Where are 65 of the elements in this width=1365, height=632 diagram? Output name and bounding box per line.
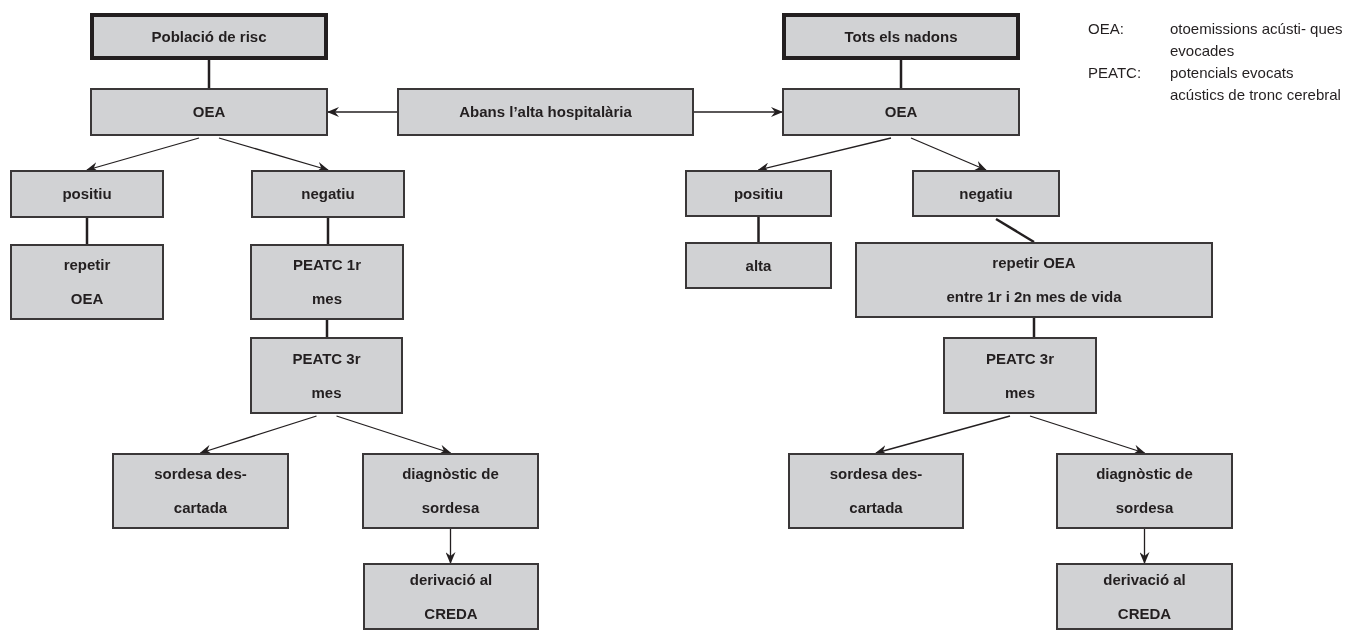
process-box — [912, 170, 1060, 217]
arrow — [335, 415, 452, 455]
abbreviation: OEA: — [1088, 19, 1125, 39]
process-box — [250, 337, 403, 414]
connector-line — [1032, 318, 1036, 337]
process-box — [685, 242, 832, 289]
box-text: derivació al CREDA — [1102, 569, 1187, 624]
process-box — [788, 453, 964, 529]
connector-line — [757, 217, 760, 242]
box-text: Tots els nadons — [844, 26, 958, 47]
arrow — [693, 107, 783, 117]
process-box — [782, 88, 1020, 136]
box-text: diagnòstic de sordesa — [1095, 464, 1194, 518]
arrow — [327, 107, 398, 117]
process-box — [685, 170, 832, 217]
process-box — [10, 170, 164, 218]
box-text: derivació al CREDA — [408, 569, 494, 624]
connector-line — [899, 60, 903, 88]
arrow — [86, 137, 200, 172]
box-text: PEATC 1r mes — [291, 255, 363, 309]
box-text: OEA — [884, 102, 918, 122]
abbreviation-definition: potencials evocats acústics de tronc cerebral — [1170, 63, 1342, 105]
arrow — [910, 137, 987, 171]
box-text: repetir OEA — [62, 255, 112, 309]
box-text: PEATC 3r mes — [984, 348, 1056, 403]
connector-line — [207, 60, 211, 88]
box-text: diagnòstic de sordesa — [401, 464, 500, 518]
box-text: OEA — [192, 102, 226, 122]
box-text: entre 1r i 2n mes de vida — [946, 287, 1122, 307]
process-box — [397, 88, 694, 136]
box-text: positiu — [733, 183, 784, 204]
arrow — [445, 528, 456, 564]
connector-line — [85, 218, 89, 244]
process-box — [112, 453, 289, 529]
box-text: negatiu — [301, 184, 355, 204]
box-text: sordesa des- cartada — [153, 464, 248, 518]
box-text: alta — [745, 255, 772, 276]
process-box — [943, 337, 1097, 414]
box-text: sordesa des- cartada — [828, 464, 924, 518]
arrow — [218, 137, 329, 172]
box-text: Població de risc — [151, 26, 267, 47]
process-box — [251, 170, 405, 218]
arrow — [757, 137, 892, 173]
start-box — [90, 13, 328, 60]
connector-line — [326, 218, 330, 244]
process-box — [362, 453, 539, 529]
arrow — [1139, 528, 1150, 564]
abbreviation: PEATC: — [1088, 63, 1143, 83]
start-box — [782, 13, 1020, 60]
box-text: negatiu — [959, 183, 1013, 204]
box-text: positiu — [62, 184, 112, 204]
process-box — [1056, 563, 1233, 630]
process-box — [855, 242, 1213, 318]
connector-line — [995, 217, 1035, 244]
process-box — [10, 244, 164, 320]
arrow — [1029, 415, 1146, 455]
arrow — [875, 415, 1011, 455]
process-box — [90, 88, 328, 136]
box-text: Abans l’alta hospitalària — [459, 102, 632, 122]
process-box — [250, 244, 404, 320]
box-text: PEATC 3r mes — [291, 348, 362, 403]
arrow — [199, 415, 318, 455]
box-text: repetir OEA — [992, 253, 1076, 273]
process-box — [1056, 453, 1233, 529]
process-box — [363, 563, 539, 630]
